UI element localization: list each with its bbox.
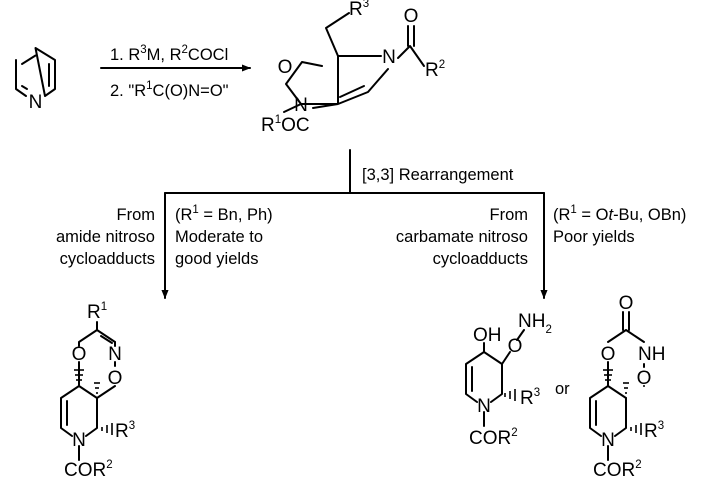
reagent-step2: 2. "R1C(O)N=O": [110, 80, 229, 100]
mid-cor2: COR2: [469, 427, 518, 449]
hashed-bond: [101, 423, 113, 435]
product-left-oxadiazine: R1 O N O R3 N COR2: [60, 301, 135, 481]
bicyclic-n-ring: N: [294, 95, 308, 116]
left-n-ring: N: [72, 430, 86, 451]
hashed-bond: [504, 389, 516, 401]
carbamate-ring: [607, 329, 645, 399]
pyridine-n: N: [29, 92, 43, 113]
right-o1: O: [601, 344, 616, 365]
mid-r3: R3: [520, 387, 540, 409]
mid-o: O: [508, 336, 523, 357]
left-r1: R1: [87, 301, 107, 323]
bicyclic-n-amide: N: [382, 47, 396, 68]
bicyclic-r3: R3: [349, 0, 369, 20]
left-from-1: From: [117, 206, 156, 224]
oxadiazine-ring: [78, 321, 116, 347]
bicyclic-alkene-double: [339, 85, 365, 98]
pyridine-double-bond: [21, 54, 37, 65]
left-r3: R3: [115, 420, 135, 442]
right-o-carbonyl: O: [619, 293, 634, 314]
hashed-bond: [630, 423, 642, 435]
pyridine-double-bond: [21, 85, 28, 90]
left-from-2: amide nitroso: [56, 228, 155, 246]
hashed-bond: [623, 382, 629, 394]
cn-double: [100, 335, 113, 344]
right-from-2: carbamate nitroso: [396, 228, 528, 246]
right-nh: NH: [638, 344, 665, 365]
pyridine: N: [15, 47, 56, 113]
mid-oh: OH: [473, 325, 502, 346]
left-from-3: cycloadducts: [60, 250, 155, 268]
bicyclic-o: O: [278, 57, 293, 78]
product-middle-aminoxy: OH O NH2 R3 N COR2: [465, 311, 552, 449]
rearrangement-label: [3,3] Rearrangement: [362, 166, 514, 184]
n-acyl-bond: [283, 103, 302, 113]
tetrahydropyridine-ring: [589, 385, 627, 437]
product-right-carbamate: O O NH O R3 N COR2: [589, 293, 665, 481]
left-n1: N: [108, 344, 122, 365]
mid-nh2: NH2: [518, 311, 552, 336]
amide-bond: [397, 45, 425, 67]
bicyclic-o-carbonyl: O: [404, 6, 419, 27]
left-cond-3: good yields: [175, 250, 258, 268]
right-from-1: From: [490, 206, 529, 224]
tetrahydropyridine-ring: [60, 385, 98, 437]
pyridine-ring: [15, 47, 56, 97]
right-cond-1: (R1 = Ot-Bu, OBn): [553, 204, 686, 224]
left-cor2: COR2: [64, 459, 113, 481]
right-cond-2: Poor yields: [553, 228, 635, 246]
bicyclic-r1oc: R1OC: [261, 114, 310, 136]
left-cond-1: (R1 = Bn, Ph): [175, 204, 273, 224]
right-o2: O: [637, 368, 652, 389]
right-r3: R3: [644, 420, 664, 442]
bicyclic-bonds: [285, 12, 389, 109]
hashed-bond: [603, 369, 613, 381]
left-o1: O: [72, 344, 87, 365]
left-o2: O: [108, 368, 123, 389]
mid-n-ring: N: [477, 396, 491, 417]
right-n-ring: N: [601, 430, 615, 451]
right-from-3: cycloadducts: [433, 250, 528, 268]
onh2-bond: [501, 329, 525, 365]
hashed-bond: [74, 369, 84, 381]
oxadiazine-ring: [78, 329, 116, 399]
left-cond-2: Moderate to: [175, 228, 263, 246]
tetrahydropyridine-ring: [465, 351, 503, 403]
reagent-step1: 1. R3M, R2COCl: [110, 44, 228, 64]
hashed-bond: [94, 382, 100, 394]
right-cor2: COR2: [593, 459, 642, 481]
bicyclic-r2: R2: [425, 59, 445, 81]
or-label: or: [555, 380, 570, 398]
bicyclic-cycloadduct: R3 O N R2 O N R1OC: [261, 0, 445, 136]
